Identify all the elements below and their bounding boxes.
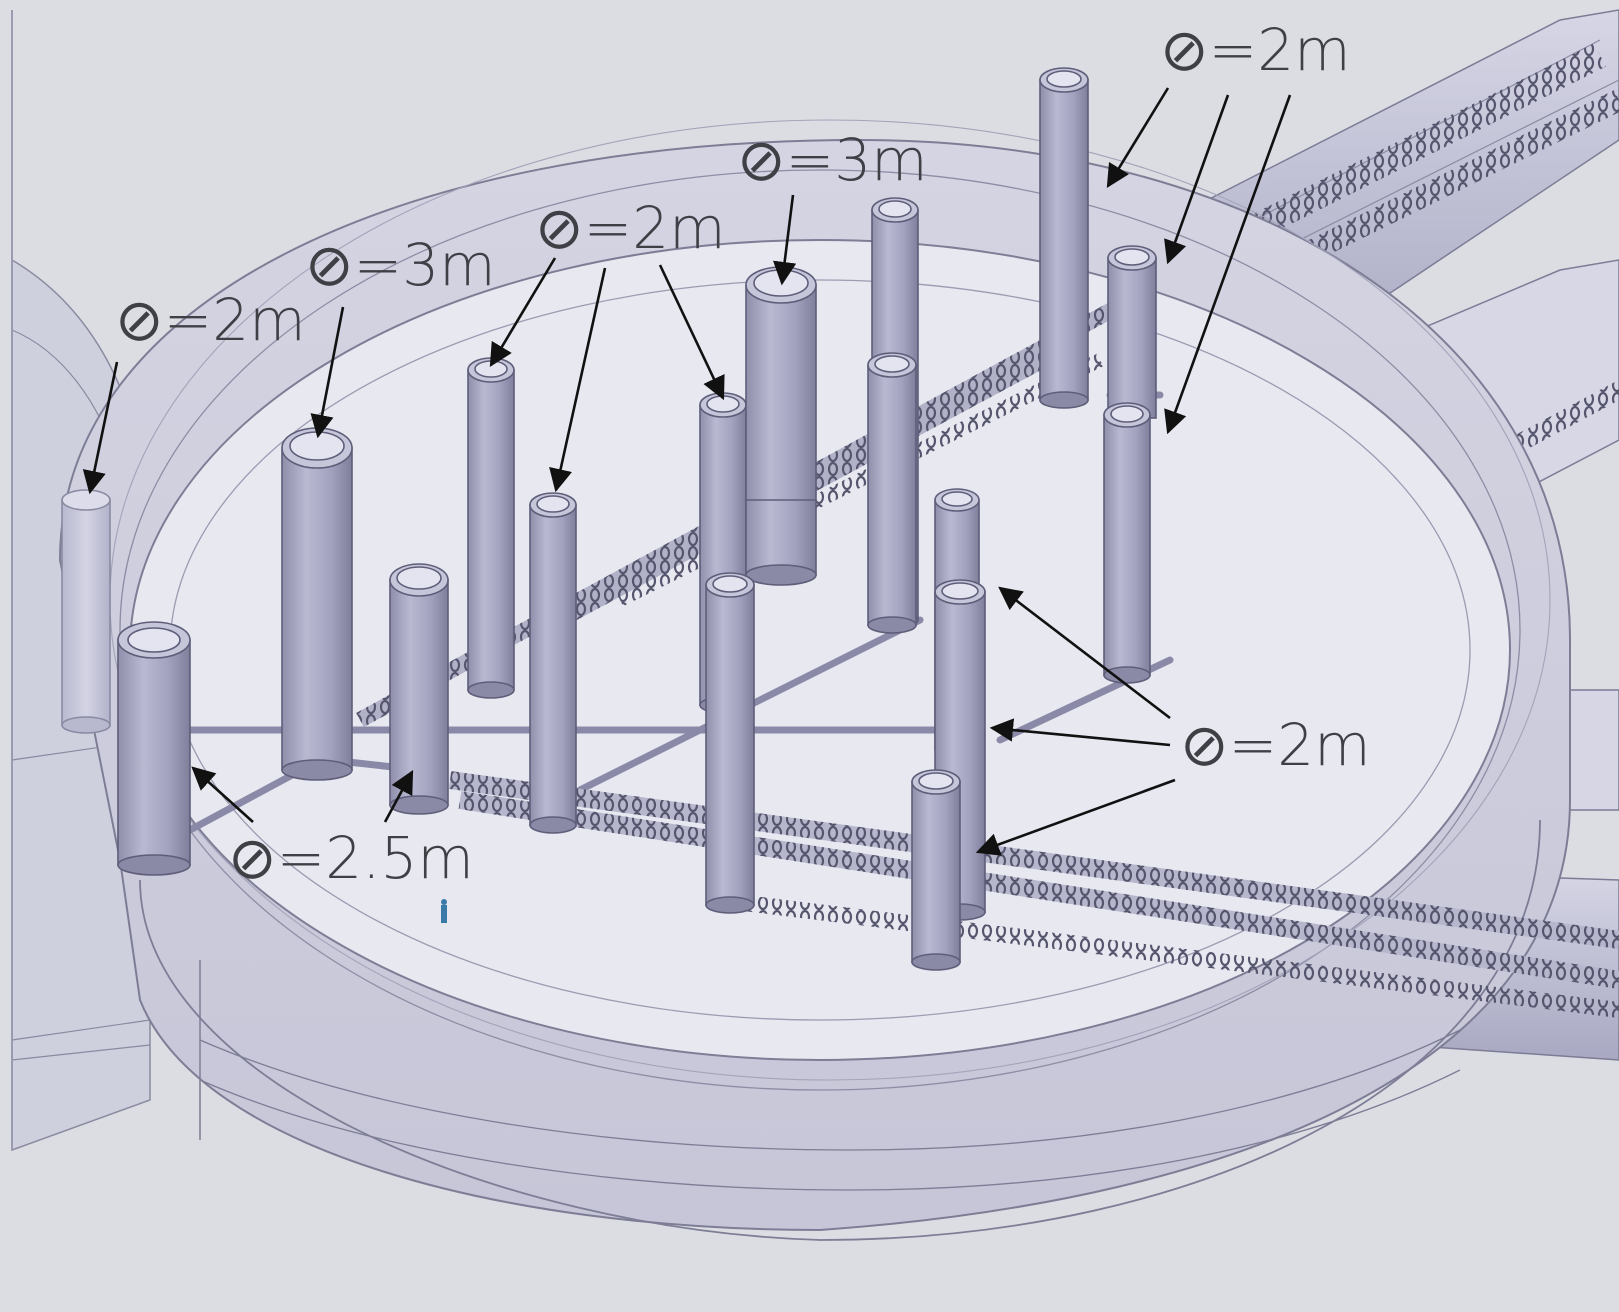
shaft-left-2-5: [117, 621, 191, 876]
shaft-right-a: [1107, 245, 1157, 419]
shaft-top-right-tall: [1039, 67, 1089, 409]
shaft-center-3m: [745, 266, 817, 586]
label-top-center: ⊘=3m: [737, 126, 928, 194]
label-bottom-left: ⊘=2.5m: [228, 824, 474, 892]
label-right-mid: ⊘=2m: [1180, 711, 1371, 779]
label-far-left: ⊘=2m: [115, 286, 306, 354]
shaft-right-b: [1103, 402, 1151, 684]
label-top-right: ⊘=2m: [1160, 16, 1351, 84]
shaft-2m-b: [529, 492, 577, 834]
label-left-mid: ⊘=3m: [305, 231, 496, 299]
shafts: [61, 67, 1157, 971]
shaft-left-3m: [281, 427, 353, 781]
label-center-left: ⊘=2m: [535, 194, 726, 262]
shaft-2m-a: [467, 357, 515, 699]
shaft-center-right: [867, 352, 917, 634]
dimension-labels: ⊘=2m ⊘=3m ⊘=2m ⊘=3m ⊘=2m ⊘=2m ⊘=2.5m: [115, 16, 1371, 892]
person-figure: [441, 899, 447, 923]
shaft-front-right: [911, 769, 961, 971]
shaft-far-left: [61, 489, 111, 734]
shaft-mid-2-5: [389, 563, 449, 815]
shaft-center-front: [705, 572, 755, 914]
annotation-arrows: [82, 87, 1292, 856]
